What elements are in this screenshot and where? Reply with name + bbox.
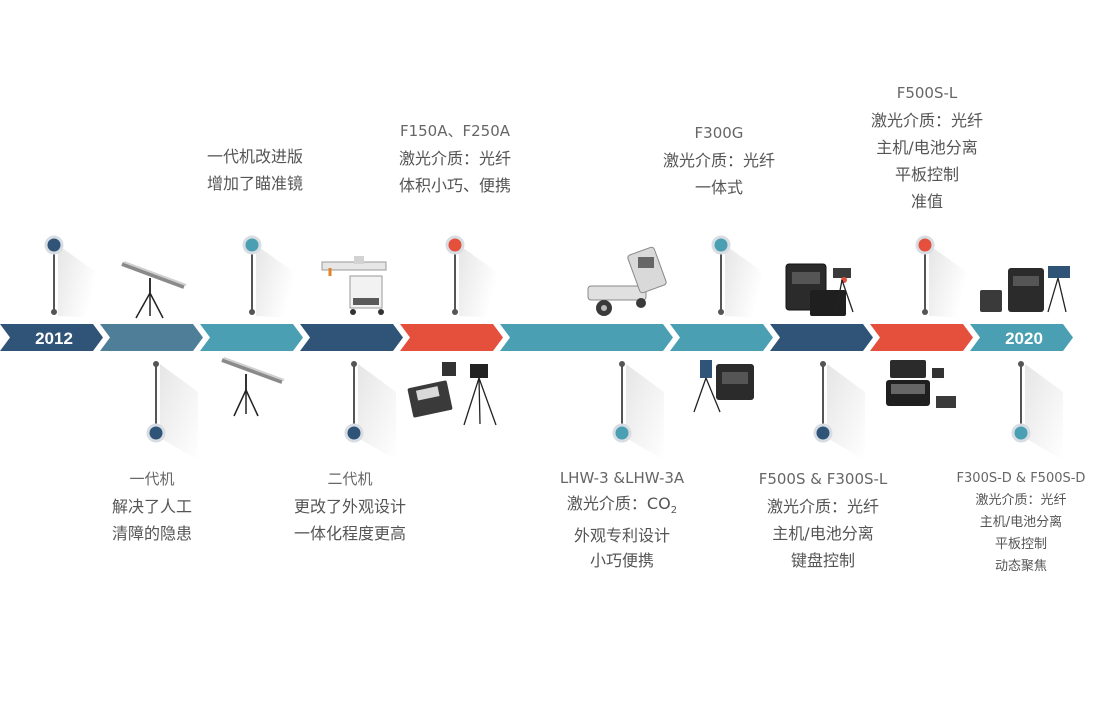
cases-with-tripod-icon bbox=[980, 266, 1070, 313]
segment-8 bbox=[770, 324, 873, 351]
milestone-line: 激光介质：光纤 bbox=[398, 149, 511, 168]
milestone-top-3: F300G 激光介质：光纤 一体式 bbox=[634, 120, 804, 201]
pin-top-1 bbox=[44, 235, 96, 318]
pin-bottom-2 bbox=[344, 361, 396, 460]
case-with-tablet-icon bbox=[886, 360, 956, 408]
milestone-top-4: F500S-L 激光介质：光纤 主机/电池分离 平板控制 准值 bbox=[842, 80, 1012, 215]
cart-laser-machine-icon bbox=[321, 256, 387, 315]
milestone-bottom-1: 一代机 解决了人工 清障的隐患 bbox=[67, 466, 237, 547]
rail-device-with-scope-icon bbox=[221, 357, 285, 417]
tripod-rail-device-icon bbox=[121, 261, 187, 319]
timeline-bar: 2012 2020 bbox=[0, 324, 1073, 351]
milestone-top-2: F150A、F250A 激光介质：光纤 体积小巧、便携 bbox=[370, 118, 540, 199]
milestone-title: 一代机 bbox=[129, 470, 175, 488]
open-cases-with-camera-icon bbox=[785, 263, 854, 316]
milestone-bottom-2: 二代机 更改了外观设计 一体化程度更高 bbox=[265, 466, 435, 547]
milestone-line: 动态聚焦 bbox=[994, 559, 1047, 574]
segment-2020 bbox=[970, 324, 1073, 351]
milestone-line: 平板控制 bbox=[994, 537, 1047, 552]
milestone-line: 一体化程度更高 bbox=[293, 524, 406, 543]
milestone-line: 主机/电池分离 bbox=[979, 515, 1063, 530]
pin-top-2 bbox=[242, 235, 294, 318]
milestone-line: 激光介质：光纤 bbox=[870, 111, 983, 130]
milestone-line: 一代机改进版 bbox=[206, 147, 303, 166]
pin-top-4 bbox=[711, 235, 763, 318]
year-end-label: 2020 bbox=[1005, 329, 1043, 348]
milestone-title: F300S-D & F500S-D bbox=[956, 471, 1086, 486]
milestone-line: 激光介质：光纤 bbox=[975, 493, 1067, 508]
pin-bottom-3 bbox=[612, 361, 664, 460]
year-start-label: 2012 bbox=[35, 329, 73, 348]
milestone-title: LHW-3 &LHW-3A bbox=[559, 469, 685, 487]
segment-2 bbox=[100, 324, 203, 351]
milestone-line: 平板控制 bbox=[894, 165, 959, 184]
milestone-line: 激光介质：光纤 bbox=[766, 497, 879, 516]
milestone-title: F300G bbox=[694, 124, 744, 142]
top-pins bbox=[44, 235, 967, 318]
milestone-line: 小巧便携 bbox=[589, 551, 654, 571]
milestone-line: 一体式 bbox=[694, 178, 743, 197]
segment-6 bbox=[500, 324, 673, 351]
milestone-line: 体积小巧、便携 bbox=[398, 176, 511, 195]
milestone-line-text: 激光介质：CO bbox=[566, 494, 671, 513]
segment-3 bbox=[200, 324, 303, 351]
segment-5 bbox=[400, 324, 503, 351]
pin-bottom-5 bbox=[1011, 361, 1063, 460]
milestone-title: F500S-L bbox=[896, 84, 958, 102]
segment-4 bbox=[300, 324, 403, 351]
milestone-line: 主机/电池分离 bbox=[772, 524, 874, 543]
milestone-line: 外观专利设计 bbox=[573, 526, 670, 546]
milestone-bottom-4: F500S & F300S-L 激光介质：光纤 主机/电池分离 键盘控制 bbox=[738, 466, 908, 574]
milestone-line: 键盘控制 bbox=[790, 551, 855, 570]
segment-9 bbox=[870, 324, 973, 351]
milestone-title: F500S & F300S-L bbox=[758, 470, 888, 488]
milestone-top-1: 一代机改进版 增加了瞄准镜 bbox=[170, 143, 340, 197]
milestone-line: 解决了人工 bbox=[111, 497, 192, 516]
milestone-line: 增加了瞄准镜 bbox=[206, 174, 303, 193]
milestone-bottom-5: F300S-D & F500S-D 激光介质：光纤 主机/电池分离 平板控制 动… bbox=[940, 468, 1102, 578]
milestone-bottom-3: LHW-3 &LHW-3A 激光介质：CO2 外观专利设计 小巧便携 bbox=[537, 466, 707, 573]
milestone-line: 清障的隐患 bbox=[111, 524, 192, 543]
pin-bottom-4 bbox=[813, 361, 865, 460]
milestone-title: F150A、F250A bbox=[399, 122, 511, 140]
pin-top-5 bbox=[915, 235, 967, 318]
segment-2012 bbox=[0, 324, 103, 351]
subscript-2: 2 bbox=[670, 505, 678, 517]
case-and-tripod-icon bbox=[407, 362, 497, 426]
cart-laser-head-icon bbox=[587, 246, 667, 316]
bottom-pins bbox=[146, 361, 1063, 460]
milestone-line: 准值 bbox=[910, 192, 943, 211]
milestone-title: 二代机 bbox=[327, 470, 373, 488]
milestone-line: 主机/电池分离 bbox=[876, 138, 978, 157]
milestone-line: 激光介质：光纤 bbox=[662, 151, 775, 170]
milestone-line: 激光介质：CO2 bbox=[537, 491, 707, 523]
pin-top-3 bbox=[445, 235, 497, 318]
milestone-line: 更改了外观设计 bbox=[293, 497, 406, 516]
segment-7 bbox=[670, 324, 773, 351]
tripod-and-case-icon bbox=[693, 360, 754, 413]
pin-bottom-1 bbox=[146, 361, 198, 460]
